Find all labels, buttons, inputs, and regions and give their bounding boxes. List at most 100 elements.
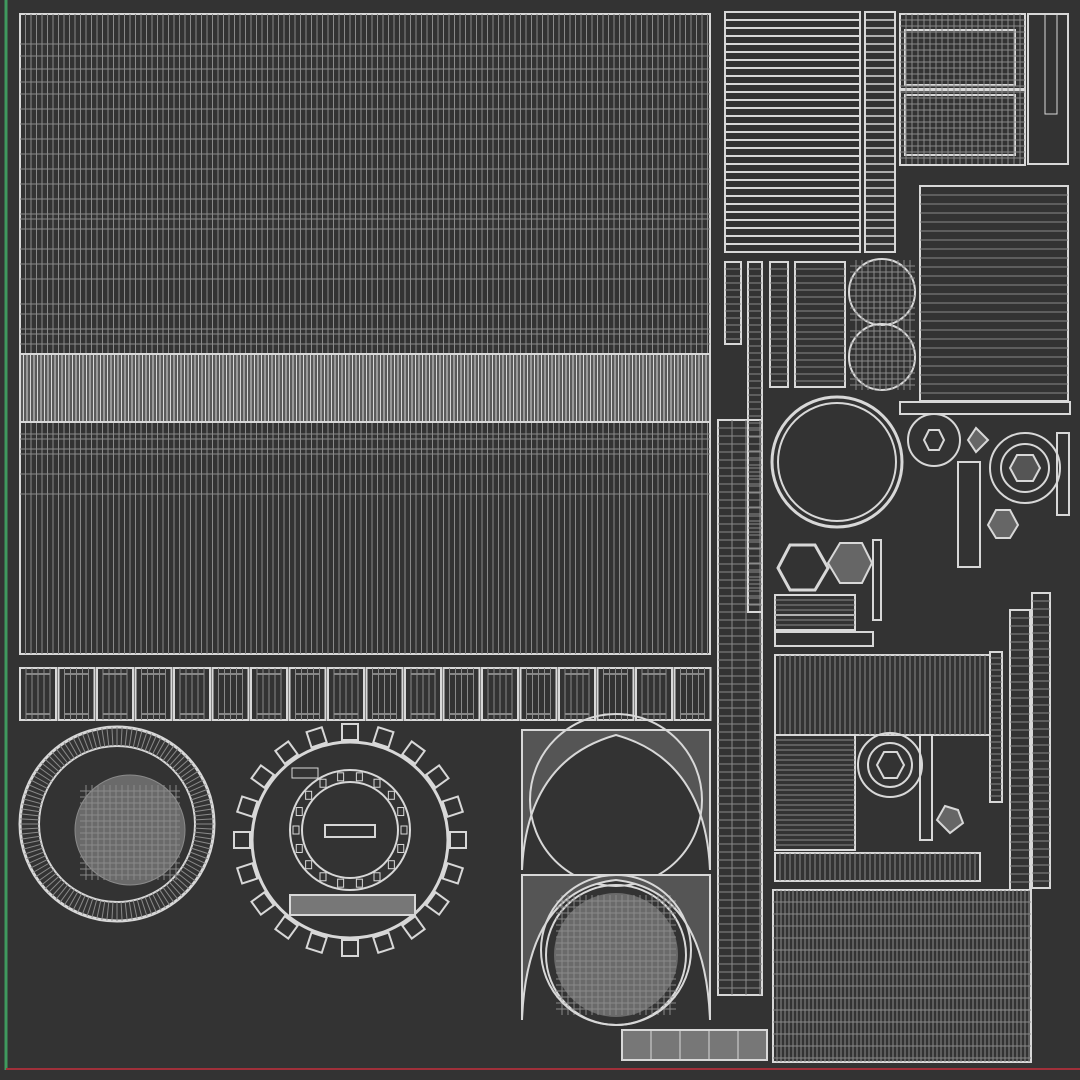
t-bracket: [1027, 13, 1069, 165]
uv-edge: [155, 891, 166, 909]
uv-edge: [165, 748, 179, 764]
bearing-ball: [292, 825, 300, 835]
uv-edge: [23, 798, 42, 805]
gear-tooth: [273, 914, 300, 940]
uv-edge: [55, 884, 69, 900]
uv-edge: [136, 899, 143, 918]
gear-tooth: [250, 890, 276, 917]
main-panel-dense-strip: [19, 353, 711, 423]
uv-edge: [162, 745, 175, 762]
box-bottom: [774, 852, 981, 882]
gear-tooth: [250, 763, 276, 790]
uv-edge: [101, 900, 106, 920]
uv-edge: [171, 755, 186, 770]
uv-edge: [63, 889, 75, 906]
uv-edge: [26, 788, 45, 797]
uv-edge: [35, 866, 52, 878]
uv-edge: [174, 758, 190, 773]
bearing-ball: [319, 778, 327, 788]
uv-edge: [165, 884, 179, 900]
uv-edge: [68, 739, 79, 757]
gear-tooth: [305, 725, 328, 749]
uv-edge: [192, 843, 211, 850]
uv-edge: [189, 788, 208, 797]
uv-edge: [30, 779, 48, 790]
uv-edge: [48, 878, 63, 893]
gear-tooth: [441, 862, 465, 885]
uv-edge: [194, 818, 214, 821]
uv-edge: [91, 899, 98, 918]
uv-edge: [35, 770, 52, 782]
bushing-inner: [867, 742, 913, 788]
hex-small-2: [986, 509, 1020, 539]
washer: [907, 413, 961, 467]
uv-edge: [159, 889, 171, 906]
uv-edge: [77, 895, 86, 913]
plate-bar: [899, 401, 1071, 415]
seat-top-shell: [899, 13, 1026, 90]
uv-edge: [81, 896, 90, 915]
bearing-ball: [337, 772, 345, 782]
t-bracket-stem: [1044, 13, 1058, 115]
bearing-ball: [337, 878, 345, 888]
uv-edge: [41, 872, 57, 886]
sphere-top: [848, 258, 916, 326]
uv-edge: [124, 727, 128, 747]
uv-edge: [91, 730, 98, 749]
uv-edge: [106, 901, 110, 921]
uv-edge: [144, 733, 153, 752]
uv-edge: [191, 847, 210, 855]
uv-edge: [32, 775, 50, 786]
sphere-bottom: [848, 323, 916, 391]
uv-edge: [68, 891, 79, 909]
ring-large: [770, 395, 904, 529]
uv-edge: [21, 835, 41, 840]
uv-edge: [192, 798, 211, 805]
uv-edge: [168, 881, 183, 897]
uv-edge: [179, 869, 196, 882]
uv-edge: [63, 742, 75, 759]
uv-edge: [20, 827, 40, 830]
uv-edge: [21, 808, 41, 813]
uv-edge: [86, 898, 94, 917]
bushing-outer: [857, 732, 923, 798]
bottom-strip: [621, 1029, 768, 1061]
uv-edge: [20, 831, 40, 835]
uv-edge: [155, 739, 166, 757]
uv-edge: [59, 745, 72, 762]
gear-tooth: [305, 931, 328, 955]
bearing-ball: [305, 860, 313, 870]
uv-edge: [177, 762, 193, 776]
small-rod: [1056, 432, 1070, 516]
bearing-ball: [400, 825, 408, 835]
uv-edge: [28, 855, 46, 864]
uv-edge: [44, 875, 60, 890]
uv-edge: [44, 758, 60, 773]
uv-edge: [132, 900, 138, 919]
uv-edge: [186, 779, 204, 790]
uv-edge: [22, 839, 41, 845]
cap-top-shell: [521, 729, 711, 871]
cap-bottom-shell: [521, 874, 711, 1021]
uv-edge: [111, 901, 114, 921]
rail-a: [1009, 609, 1031, 891]
uv-edge: [194, 813, 214, 817]
gear-tooth: [341, 939, 359, 957]
cap-bottom-rim: [540, 874, 692, 1026]
bearing-bar: [324, 824, 376, 838]
uv-edge: [168, 751, 183, 767]
uv-edge: [151, 893, 162, 911]
bearing-ball: [387, 860, 395, 870]
uv-edge: [186, 858, 204, 869]
uv-edge: [128, 900, 133, 920]
uv-edge: [132, 729, 138, 748]
uv-edge: [106, 727, 110, 747]
box-side: [989, 651, 1003, 803]
bearing-ball: [397, 807, 405, 817]
uv-edge: [38, 766, 55, 779]
bearing-ball: [373, 778, 381, 788]
uv-edge: [26, 851, 45, 860]
gear-body-shell: [250, 740, 450, 940]
uv-edge: [24, 793, 43, 801]
